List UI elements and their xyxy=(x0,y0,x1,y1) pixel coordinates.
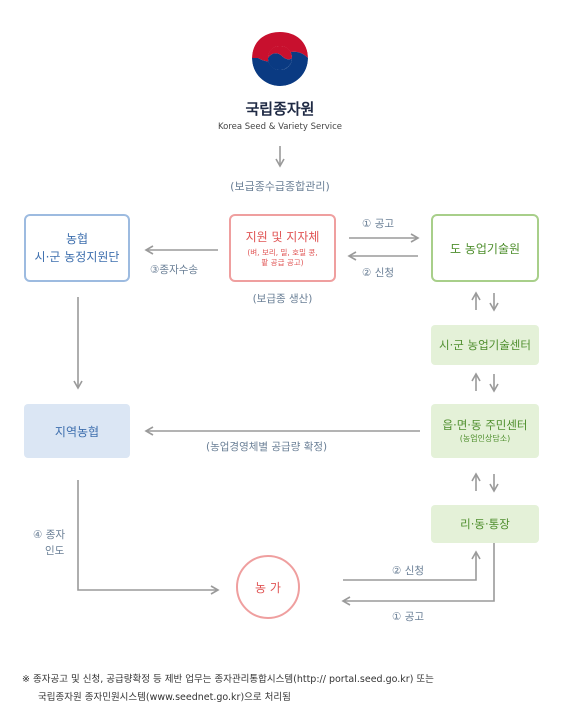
notice-top-label: ① 공고 xyxy=(362,218,395,230)
city-center-label: 시·군 농업기술센터 xyxy=(439,338,531,352)
nonghyup-box: 농협 시·군 농정지원단 xyxy=(24,214,130,282)
community-center-sub: (농업인상담소) xyxy=(459,434,511,443)
farm-label: 농 가 xyxy=(255,580,281,595)
nonghyup-label: 농협 xyxy=(65,232,89,246)
community-center-box: 읍·면·동 주민센터 (농업인상담소) xyxy=(431,404,539,458)
arrow-seed-delivery xyxy=(77,480,220,595)
farm-node: 농 가 xyxy=(236,555,300,619)
org-name: 국립종자원 xyxy=(245,100,315,118)
regional-coop-label: 지역농협 xyxy=(54,424,100,439)
local-gov-title: 지원 및 지자체 xyxy=(245,230,320,244)
village-head-box: 리·동·통장 xyxy=(431,505,539,543)
province-center-label: 도 농업기술원 xyxy=(449,241,521,256)
org-role: (보급종수급종합관리) xyxy=(230,180,330,193)
nonghyup-sub-label: 시·군 농정지원단 xyxy=(34,250,120,264)
village-head-label: 리·동·통장 xyxy=(460,517,510,531)
local-gov-caption: (보급종 생산) xyxy=(252,293,313,305)
seed-delivery-label-1: ④ 종자 xyxy=(33,529,66,541)
org-english-name: Korea Seed & Variety Service xyxy=(217,122,342,132)
arrow-notice-bottom xyxy=(341,538,495,606)
apply-top-label: ② 신청 xyxy=(362,267,395,279)
local-gov-box: 지원 및 지자체 (벼, 보리, 밀, 호밀 콩, 팥 공급 공고) xyxy=(229,214,336,282)
arrow-apply-bottom xyxy=(343,550,481,581)
community-center-label: 읍·면·동 주민센터 xyxy=(442,418,528,432)
supply-confirm-label: (농업경영체별 공급량 확정) xyxy=(206,441,328,453)
footnote-line-2: 국립종자원 종자민원시스템(www.seednet.go.kr)으로 처리됨 xyxy=(38,692,291,703)
province-center-box: 도 농업기술원 xyxy=(431,214,539,282)
city-center-box: 시·군 농업기술센터 xyxy=(431,325,539,365)
footnote-line-1: ※ 종자공고 및 신청, 공급량확정 등 제반 업무는 종자관리통합시스템(ht… xyxy=(22,674,434,685)
apply-bottom-label: ② 신청 xyxy=(392,565,425,577)
notice-bottom-label: ① 공고 xyxy=(392,611,425,623)
seed-transport-label: ③종자수송 xyxy=(150,264,199,276)
regional-coop-box: 지역농협 xyxy=(24,404,130,458)
local-gov-sub: (벼, 보리, 밀, 호밀 콩, 팥 공급 공고) xyxy=(247,248,318,267)
seed-delivery-label-2: 인도 xyxy=(45,545,65,557)
taegeuk-logo-icon xyxy=(252,30,308,86)
